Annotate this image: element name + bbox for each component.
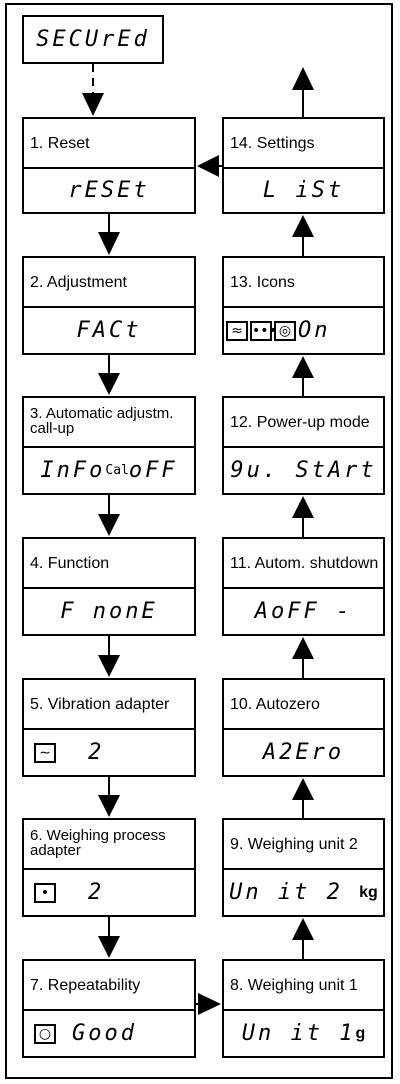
- step-display: ○ Good: [24, 1011, 194, 1056]
- step-label: 14. Settings: [224, 119, 383, 169]
- step-label: 10. Autozero: [224, 680, 383, 730]
- vibration-icon: ≈: [226, 320, 248, 341]
- display-info: InFo: [40, 458, 106, 483]
- secured-text: SECUrEd: [36, 27, 150, 52]
- step-display: 9u. StArt: [230, 458, 377, 483]
- step-label: 8. Weighing unit 1: [224, 961, 383, 1011]
- step-settings: 14. Settings L iSt: [222, 117, 385, 214]
- step-display: ≈•••◎On: [224, 308, 383, 353]
- step-label: 6. Weighing process adapter: [24, 820, 194, 870]
- step-display: FACt: [76, 318, 142, 343]
- diagram-frame: [5, 3, 393, 1079]
- step-label: 4. Function: [24, 539, 194, 589]
- unit-kg: kg: [359, 883, 378, 901]
- display-value: 2: [88, 880, 105, 905]
- display-value: 2: [88, 740, 105, 765]
- step-label: 1. Reset: [24, 119, 194, 169]
- step-label: 2. Adjustment: [24, 258, 194, 308]
- repeatability-icon: ○: [34, 1023, 56, 1044]
- display-value: On: [298, 318, 331, 343]
- step-weighing-unit-2: 9. Weighing unit 2 Un it 2 kg: [222, 818, 385, 917]
- step-display: F nonE: [60, 599, 158, 624]
- step-display: L iSt: [262, 178, 345, 203]
- step-label: 12. Power-up mode: [224, 398, 383, 448]
- step-icons: 13. Icons ≈•••◎On: [222, 256, 385, 355]
- display-value: Un it 1: [241, 1021, 356, 1046]
- step-display: rESEt: [68, 178, 150, 203]
- step-display: Un it 2 kg: [224, 870, 383, 915]
- repeatability-icon: ◎: [274, 320, 296, 341]
- process-icon: •••: [250, 320, 277, 341]
- droplet-icon: •: [34, 882, 56, 903]
- step-label: 9. Weighing unit 2: [224, 820, 383, 870]
- display-value: Un it 2: [229, 880, 343, 905]
- display-off: oFF: [128, 458, 178, 483]
- step-label: 11. Autom. shutdown: [224, 539, 383, 589]
- vibration-wave-icon: ∼: [34, 742, 56, 763]
- step-vibration-adapter: 5. Vibration adapter ∼2: [22, 678, 196, 777]
- display-value: Good: [72, 1021, 137, 1046]
- step-weighing-process-adapter: 6. Weighing process adapter •2: [22, 818, 196, 917]
- step-power-up-mode: 12. Power-up mode 9u. StArt: [222, 396, 385, 495]
- step-autom-shutdown: 11. Autom. shutdown AoFF -: [222, 537, 385, 636]
- step-display: AoFF -: [254, 599, 353, 624]
- step-label: 7. Repeatability: [24, 961, 194, 1011]
- step-function: 4. Function F nonE: [22, 537, 196, 636]
- unit-g: g: [355, 1024, 366, 1042]
- display-cal-superscript: Cal: [105, 463, 129, 478]
- step-repeatability: 7. Repeatability ○ Good: [22, 959, 196, 1058]
- step-display: ∼2: [24, 730, 194, 775]
- step-reset: 1. Reset rESEt: [22, 117, 196, 214]
- step-adjustment: 2. Adjustment FACt: [22, 256, 196, 355]
- step-label: 3. Automatic adjustm. call-up: [24, 398, 194, 448]
- step-autozero: 10. Autozero A2Ero: [222, 678, 385, 777]
- step-label: 13. Icons: [224, 258, 383, 308]
- step-display: A2Ero: [262, 740, 345, 765]
- step-display: •2: [24, 870, 194, 915]
- step-label: 5. Vibration adapter: [24, 680, 194, 730]
- secured-display: SECUrEd: [22, 15, 164, 64]
